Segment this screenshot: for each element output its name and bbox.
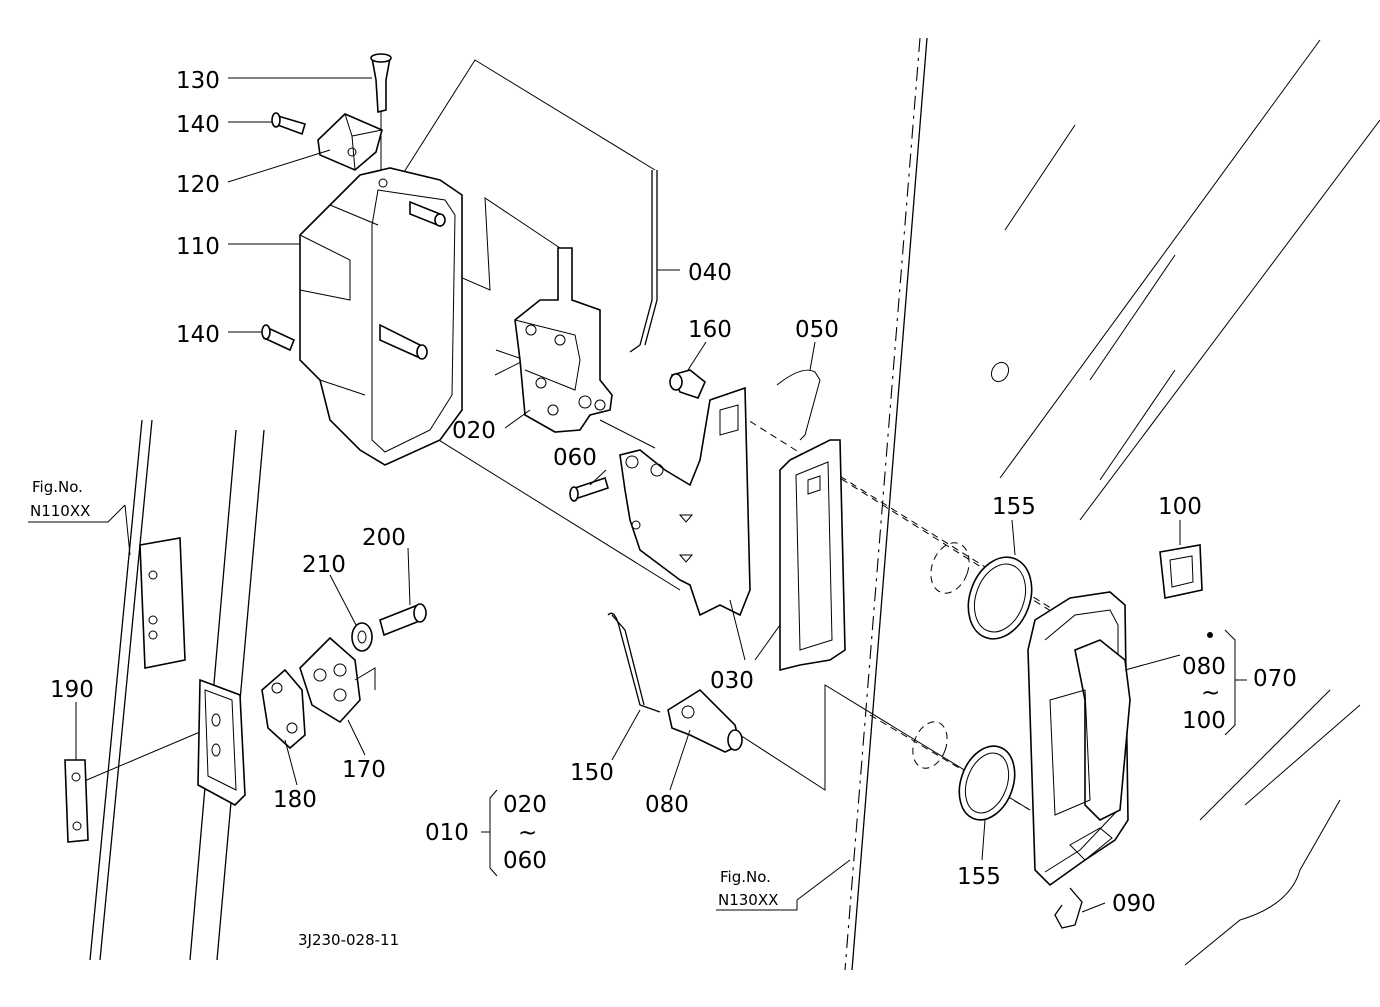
screw-060	[569, 476, 609, 502]
screw-140-lower	[261, 324, 296, 352]
callout-060: 060	[553, 445, 597, 471]
callout-010: 010	[425, 820, 469, 846]
callout-080-range: 080	[1182, 654, 1226, 680]
striker-mount	[197, 678, 246, 806]
callout-160: 160	[688, 317, 732, 343]
rod-040	[629, 170, 658, 353]
pad-100	[1159, 544, 1203, 599]
callout-140-lower: 140	[176, 322, 220, 348]
callout-210: 210	[302, 552, 346, 578]
callout-080: 080	[645, 792, 689, 818]
callout-060-range: 060	[503, 848, 547, 874]
hinge-reference	[139, 537, 186, 669]
callout-020-range: 020	[503, 792, 547, 818]
block-120	[317, 113, 383, 171]
callout-070: 070	[1253, 666, 1297, 692]
callout-155-upper: 155	[992, 494, 1036, 520]
fig-ref-n110-line2: N110XX	[30, 502, 90, 520]
bolt-200	[379, 603, 427, 637]
ring-155-upper	[930, 542, 1033, 640]
pin-130	[370, 53, 392, 180]
fig-ref-n130-line2: N130XX	[718, 891, 778, 909]
callout-100: 100	[1158, 494, 1202, 520]
callout-130: 130	[176, 68, 220, 94]
plate-190	[64, 759, 89, 843]
drawing-code: 3J230-028-11	[298, 931, 399, 949]
door-frame-lines	[89, 37, 1380, 971]
bolt-160	[669, 369, 706, 399]
callout-190: 190	[50, 677, 94, 703]
callout-050: 050	[795, 317, 839, 343]
callout-140-upper: 140	[176, 112, 220, 138]
washer-210	[351, 622, 373, 652]
callout-170: 170	[342, 757, 386, 783]
callout-030: 030	[710, 668, 754, 694]
handle-070	[1027, 591, 1131, 887]
callout-tilde-010: ~	[518, 820, 537, 846]
callout-150: 150	[570, 760, 614, 786]
figure-reference-n110: Fig.No. N110XX	[28, 478, 126, 523]
clip-090	[1054, 887, 1083, 929]
housing-110	[299, 167, 463, 466]
callout-120: 120	[176, 172, 220, 198]
callout-020: 020	[452, 418, 496, 444]
cylinder-080	[667, 688, 743, 753]
fig-ref-n110-line1: Fig.No.	[32, 478, 83, 496]
plate-030-front	[619, 386, 751, 617]
callout-040: 040	[688, 260, 732, 286]
fig-ref-n130-line1: Fig.No.	[720, 868, 771, 886]
callout-110: 110	[176, 234, 220, 260]
callout-100-range: 100	[1182, 708, 1226, 734]
callout-090: 090	[1112, 891, 1156, 917]
callout-200: 200	[362, 525, 406, 551]
rod-150	[607, 612, 661, 713]
callout-labels: 130 140 120 110 140 040 160 050 020 060 …	[50, 68, 1297, 917]
plate-170	[299, 636, 376, 724]
callout-155-lower: 155	[957, 864, 1001, 890]
screw-140-upper	[271, 112, 306, 136]
callout-leaders	[75, 77, 1247, 913]
plate-180	[261, 668, 306, 750]
plate-030-back	[776, 369, 846, 672]
ring-155-lower	[912, 721, 1016, 821]
callout-tilde-070: ~	[1201, 680, 1220, 706]
latch-020	[514, 247, 613, 433]
callout-180: 180	[273, 787, 317, 813]
figure-reference-n130: Fig.No. N130XX	[716, 868, 798, 911]
